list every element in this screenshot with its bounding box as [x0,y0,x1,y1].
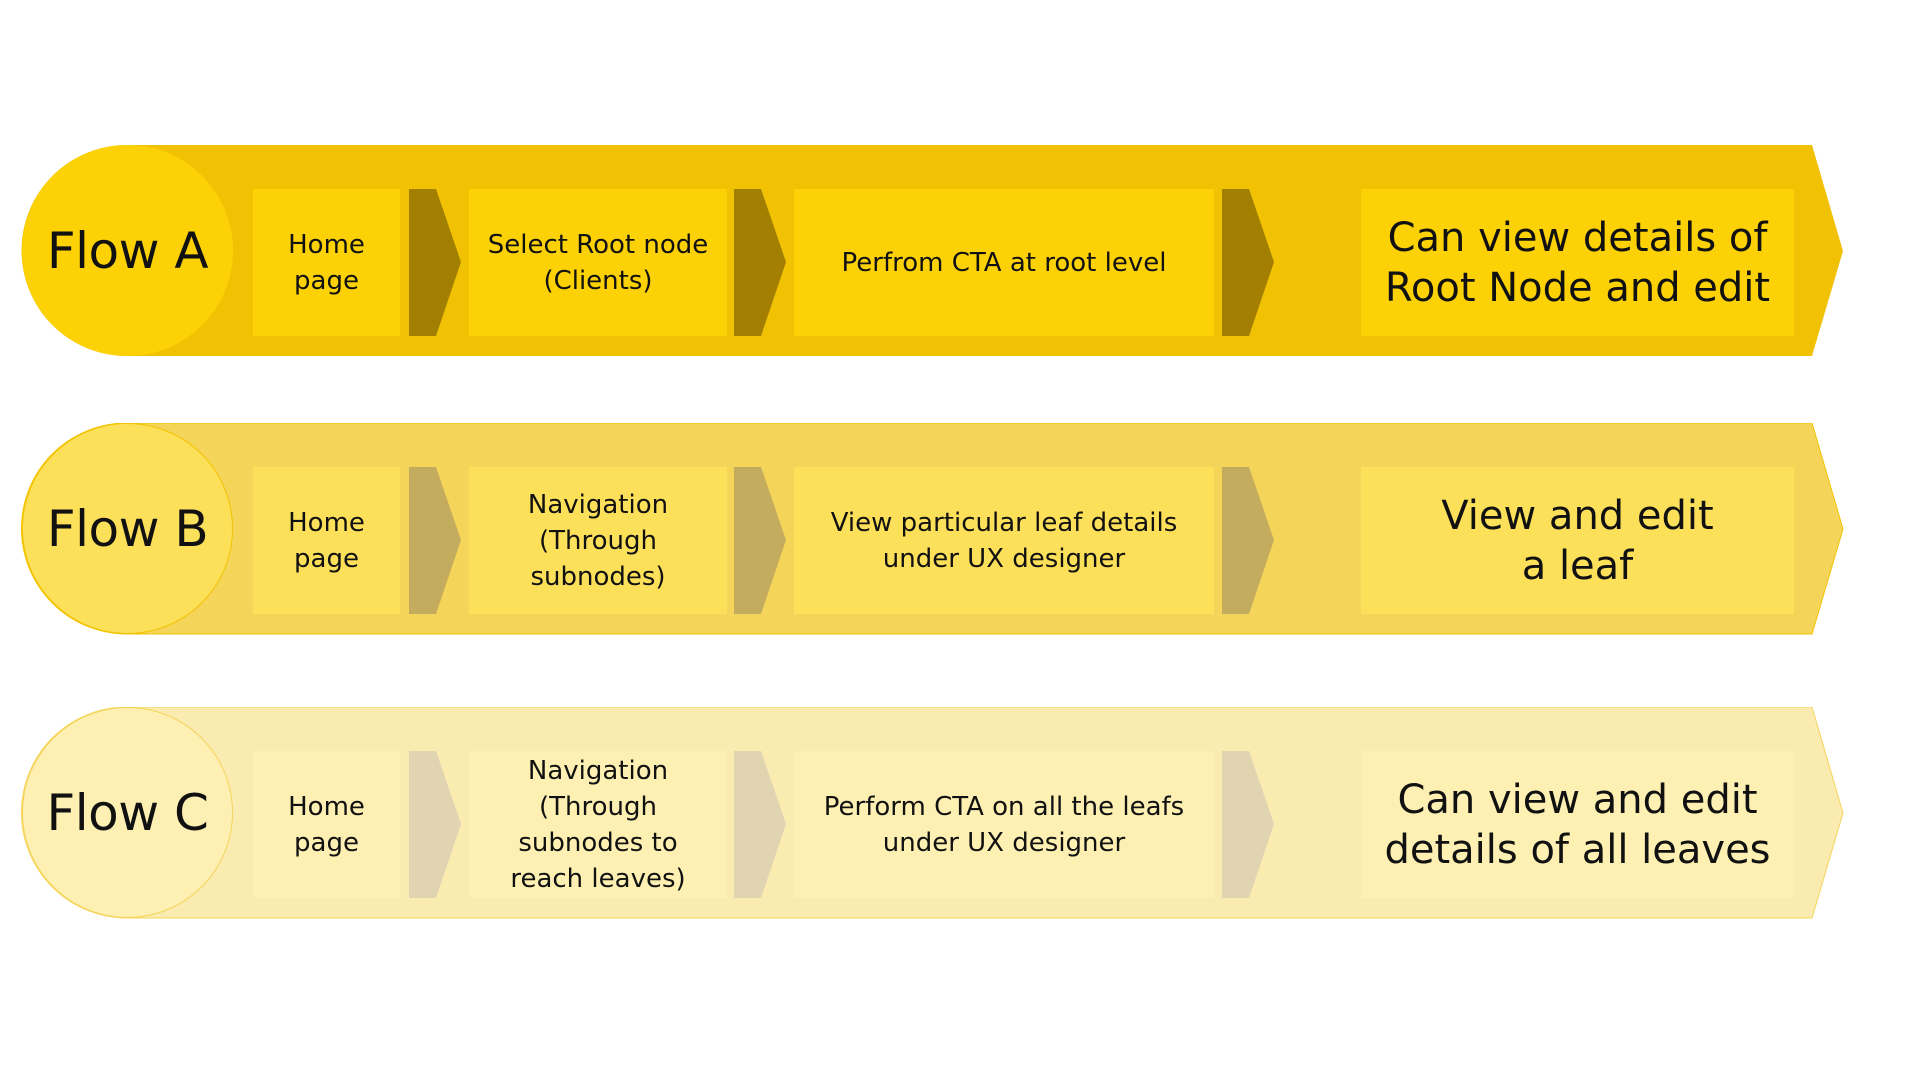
step-text: Navigation (Through subnodes to reach le… [510,755,686,894]
step-perform-cta-leafs: Perform CTA on all the leafs under UX de… [794,751,1214,898]
chevron-right-icon [409,189,461,336]
outcome-text: View and edit a leaf [1441,492,1714,589]
step-text: Navigation (Through subnodes) [527,489,669,592]
step-text: Home page [288,229,365,296]
step-select-root-node: Select Root node (Clients) [469,189,727,336]
flow-label: Flow B [46,499,209,558]
step-text: Home page [288,507,365,574]
chevron-right-icon [734,189,786,336]
chevron-right-icon [409,467,461,614]
chevron-right-icon [1222,189,1274,336]
step-text: Home page [288,791,365,858]
chevron-right-icon [1222,751,1274,898]
step-navigation: Navigation (Through subnodes) [469,467,727,614]
chevron-right-icon [734,467,786,614]
step-perform-cta: Perfrom CTA at root level [794,189,1214,336]
flow-label-circle: Flow C [22,707,233,918]
step-navigation: Navigation (Through subnodes to reach le… [469,751,727,898]
step-text: Perfrom CTA at root level [841,247,1167,278]
flow-outcome: View and edit a leaf [1361,467,1794,614]
step-home-page: Home page [253,189,400,336]
step-text: Perform CTA on all the leafs under UX de… [823,791,1185,858]
chevron-right-icon [734,751,786,898]
flow-outcome: Can view and edit details of all leaves [1361,751,1794,898]
flow-c-band: Flow C Home page Navigation (Through sub… [0,707,1920,919]
flow-label-circle: Flow B [22,423,233,634]
flow-label-circle: Flow A [22,145,233,356]
step-text: Select Root node (Clients) [487,229,709,296]
step-home-page: Home page [253,467,400,614]
step-view-leaf-details: View particular leaf details under UX de… [794,467,1214,614]
flow-a-band: Flow A Home page Select Root node (Clien… [0,145,1920,357]
chevron-right-icon [1222,467,1274,614]
step-text: View particular leaf details under UX de… [830,507,1178,574]
outcome-text: Can view details of Root Node and edit [1384,214,1771,311]
flow-b-band: Flow B Home page Navigation (Through sub… [0,423,1920,635]
flow-label: Flow A [46,221,209,280]
chevron-right-icon [409,751,461,898]
flow-label: Flow C [46,783,209,842]
flow-outcome: Can view details of Root Node and edit [1361,189,1794,336]
outcome-text: Can view and edit details of all leaves [1384,776,1771,873]
step-home-page: Home page [253,751,400,898]
